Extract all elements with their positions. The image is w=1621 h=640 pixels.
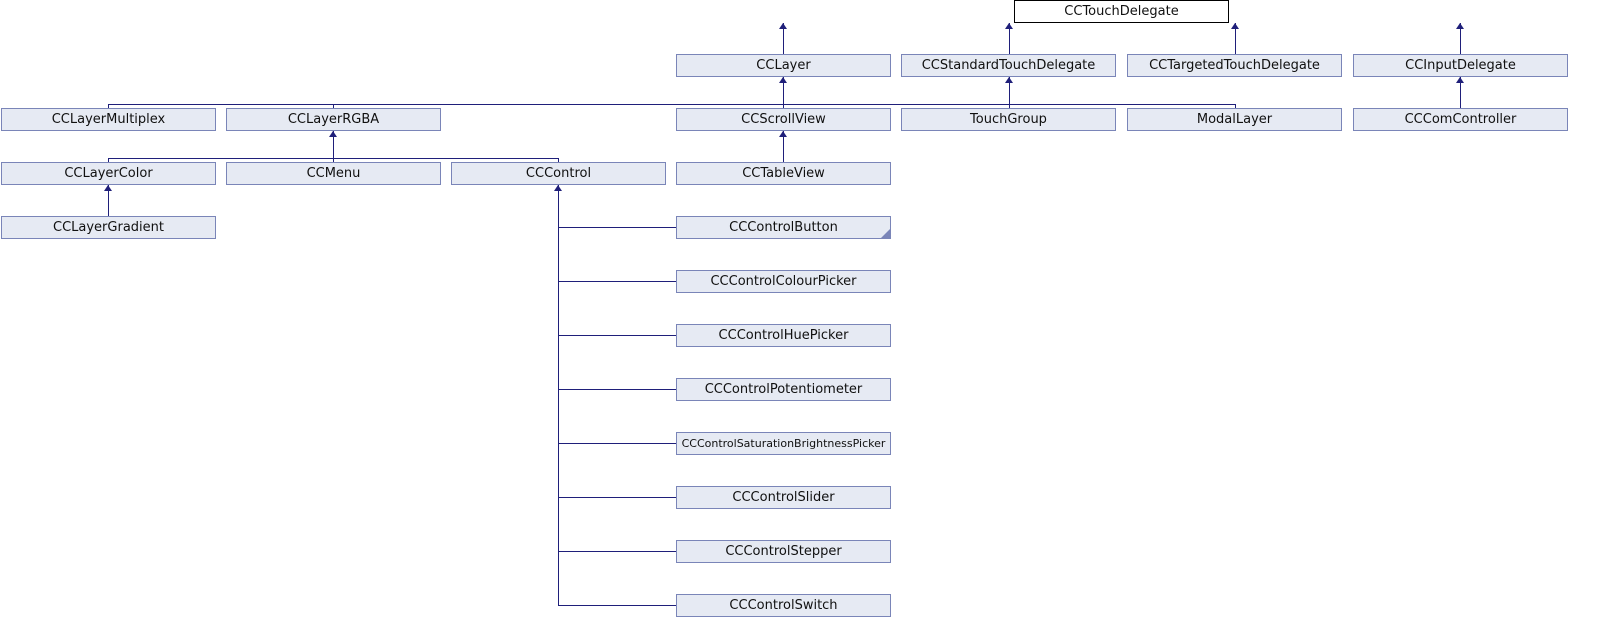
edge-ccinput-to-ccomcontroller bbox=[1460, 77, 1461, 108]
edge-layercolor-to-gradient bbox=[108, 185, 109, 216]
class-node-label: CCStandardTouchDelegate bbox=[921, 58, 1096, 73]
class-node-label: CCTouchDelegate bbox=[1064, 4, 1179, 19]
edge-rgba-bus-down bbox=[333, 131, 334, 158]
class-node-cctargetedtouchdelegate[interactable]: CCTargetedTouchDelegate bbox=[1127, 54, 1342, 77]
edge-cccontrol-trunk bbox=[558, 185, 559, 606]
class-node-cccontrolsaturationbrightnesspicker[interactable]: CCControlSaturationBrightnessPicker bbox=[676, 432, 891, 455]
class-node-label: CCMenu bbox=[306, 166, 361, 181]
edge-branch-stepper bbox=[558, 551, 677, 552]
class-node-label: CCControlPotentiometer bbox=[704, 382, 863, 397]
class-node-cccontrolbutton[interactable]: CCControlButton bbox=[676, 216, 891, 239]
class-node-label: CCLayerRGBA bbox=[287, 112, 380, 127]
class-node-cclayercolor[interactable]: CCLayerColor bbox=[1, 162, 216, 185]
class-node-cclayergradient[interactable]: CCLayerGradient bbox=[1, 216, 216, 239]
class-node-cccontrolhuepicker[interactable]: CCControlHuePicker bbox=[676, 324, 891, 347]
class-node-ccinputdelegate[interactable]: CCInputDelegate bbox=[1353, 54, 1568, 77]
class-node-touchgroup[interactable]: TouchGroup bbox=[901, 108, 1116, 131]
class-node-ccmenu[interactable]: CCMenu bbox=[226, 162, 441, 185]
edge-bus-to-multiplex bbox=[108, 104, 109, 108]
class-node-label: CCControlSwitch bbox=[729, 598, 838, 613]
edge-branch-huepicker bbox=[558, 335, 677, 336]
class-node-cccontrolpotentiometer[interactable]: CCControlPotentiometer bbox=[676, 378, 891, 401]
edge-branch-switch bbox=[558, 605, 677, 606]
class-node-label: CCControl bbox=[525, 166, 592, 181]
class-node-label: CCLayer bbox=[756, 58, 811, 73]
class-node-label: CCTableView bbox=[742, 166, 825, 181]
class-node-label: TouchGroup bbox=[970, 112, 1047, 127]
edge-bus-to-layercolor bbox=[108, 158, 109, 162]
class-node-label: CCLayerMultiplex bbox=[51, 112, 166, 127]
class-node-label: CCControlStepper bbox=[725, 544, 842, 559]
class-node-label: CCControlSaturationBrightnessPicker bbox=[681, 437, 886, 450]
edge-bus-to-rgba bbox=[333, 104, 334, 108]
class-node-label: CCTargetedTouchDelegate bbox=[1149, 58, 1320, 73]
edge-scrollview-to-tableview bbox=[783, 131, 784, 162]
arrow-into-ccinput bbox=[1456, 77, 1464, 83]
class-node-label: ModalLayer bbox=[1196, 112, 1273, 127]
class-node-label: CCControlButton bbox=[729, 220, 838, 235]
edge-bus-to-modallayer bbox=[1235, 104, 1236, 108]
edge-bus-to-scrollview bbox=[783, 104, 784, 108]
edge-branch-potentiometer bbox=[558, 389, 677, 390]
edge-bus-to-cccontrol bbox=[558, 158, 559, 162]
class-node-cclayermultiplex[interactable]: CCLayerMultiplex bbox=[1, 108, 216, 131]
edge-branch-colourpicker bbox=[558, 281, 677, 282]
edge-ccstandard-to-touchgroup bbox=[1009, 77, 1010, 108]
class-node-ccscrollview[interactable]: CCScrollView bbox=[676, 108, 891, 131]
edge-branch-satbrightpicker bbox=[558, 443, 677, 444]
class-node-modallayer[interactable]: ModalLayer bbox=[1127, 108, 1342, 131]
class-node-cccomcontroller[interactable]: CCComController bbox=[1353, 108, 1568, 131]
arrow-into-cccontrol bbox=[554, 185, 562, 191]
class-node-label: CCScrollView bbox=[741, 112, 826, 127]
class-node-label: CCComController bbox=[1404, 112, 1517, 127]
class-node-label: CCLayerColor bbox=[64, 166, 153, 181]
edge-bus-to-ccmenu bbox=[333, 158, 334, 162]
edge-ccstandard-to-root bbox=[1009, 23, 1010, 54]
class-node-label: CCControlHuePicker bbox=[718, 328, 849, 343]
arrow-into-root-3 bbox=[1231, 23, 1239, 29]
arrow-into-ccrgba bbox=[329, 131, 337, 137]
edge-cctargeted-to-root bbox=[1235, 23, 1236, 54]
arrow-into-cclayer bbox=[779, 77, 787, 83]
class-node-cclayer[interactable]: CCLayer bbox=[676, 54, 891, 77]
class-node-label: CCLayerGradient bbox=[53, 220, 164, 235]
arrow-into-layercolor bbox=[104, 185, 112, 191]
class-node-cctouchdelegate[interactable]: CCTouchDelegate bbox=[1014, 0, 1229, 23]
class-node-label: CCControlColourPicker bbox=[710, 274, 857, 289]
edge-cclayer-bus-down bbox=[783, 77, 784, 104]
arrow-into-root-2 bbox=[1005, 23, 1013, 29]
class-node-cclayerrgba[interactable]: CCLayerRGBA bbox=[226, 108, 441, 131]
class-node-cccontrolcolourpicker[interactable]: CCControlColourPicker bbox=[676, 270, 891, 293]
edge-rgba-bus bbox=[108, 158, 559, 159]
class-node-cccontrolswitch[interactable]: CCControlSwitch bbox=[676, 594, 891, 617]
arrow-into-root-1 bbox=[779, 23, 787, 29]
edge-cclayer-to-root bbox=[783, 23, 784, 54]
edge-branch-slider bbox=[558, 497, 677, 498]
edge-ccinput-to-root bbox=[1460, 23, 1461, 54]
arrow-into-ccstandard bbox=[1005, 77, 1013, 83]
class-node-cctableview[interactable]: CCTableView bbox=[676, 162, 891, 185]
arrow-into-scrollview bbox=[779, 131, 787, 137]
arrow-into-root-4 bbox=[1456, 23, 1464, 29]
class-node-label: CCInputDelegate bbox=[1405, 58, 1516, 73]
edge-cclayer-bus bbox=[108, 104, 1236, 105]
class-node-cccontrolslider[interactable]: CCControlSlider bbox=[676, 486, 891, 509]
class-node-ccstandardtouchdelegate[interactable]: CCStandardTouchDelegate bbox=[901, 54, 1116, 77]
class-node-cccontrol[interactable]: CCControl bbox=[451, 162, 666, 185]
class-node-cccontrolstepper[interactable]: CCControlStepper bbox=[676, 540, 891, 563]
edge-branch-controlbutton bbox=[558, 227, 677, 228]
class-node-label: CCControlSlider bbox=[732, 490, 835, 505]
